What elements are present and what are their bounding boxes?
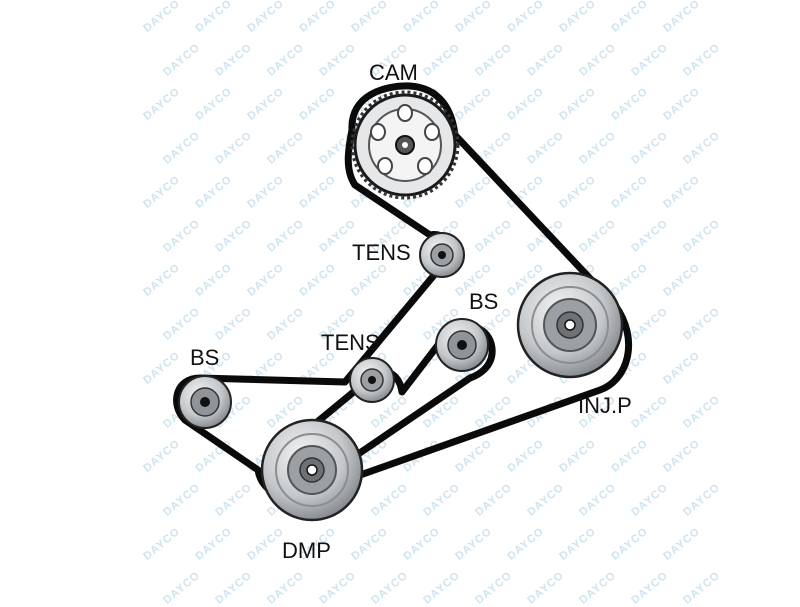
lower-tensioner-pulley: [349, 357, 395, 403]
cam-pulley: [350, 90, 460, 200]
cam-label: CAM: [369, 60, 418, 85]
left-balance-shaft-pulley: [178, 375, 232, 429]
injp-label: INJ.P: [578, 393, 632, 418]
right-bs-label: BS: [469, 289, 499, 314]
injection-pump-pulley: [516, 271, 624, 379]
dmp-label: DMP: [282, 538, 331, 563]
left-bs-label: BS: [190, 345, 220, 370]
upper-tensioner-pulley: [419, 232, 465, 278]
right-balance-shaft-pulley: [435, 318, 489, 372]
lower-tens-label: TENS: [321, 330, 380, 355]
crankshaft-damper-pulley: [260, 418, 364, 522]
upper-tens-label: TENS: [352, 240, 411, 265]
